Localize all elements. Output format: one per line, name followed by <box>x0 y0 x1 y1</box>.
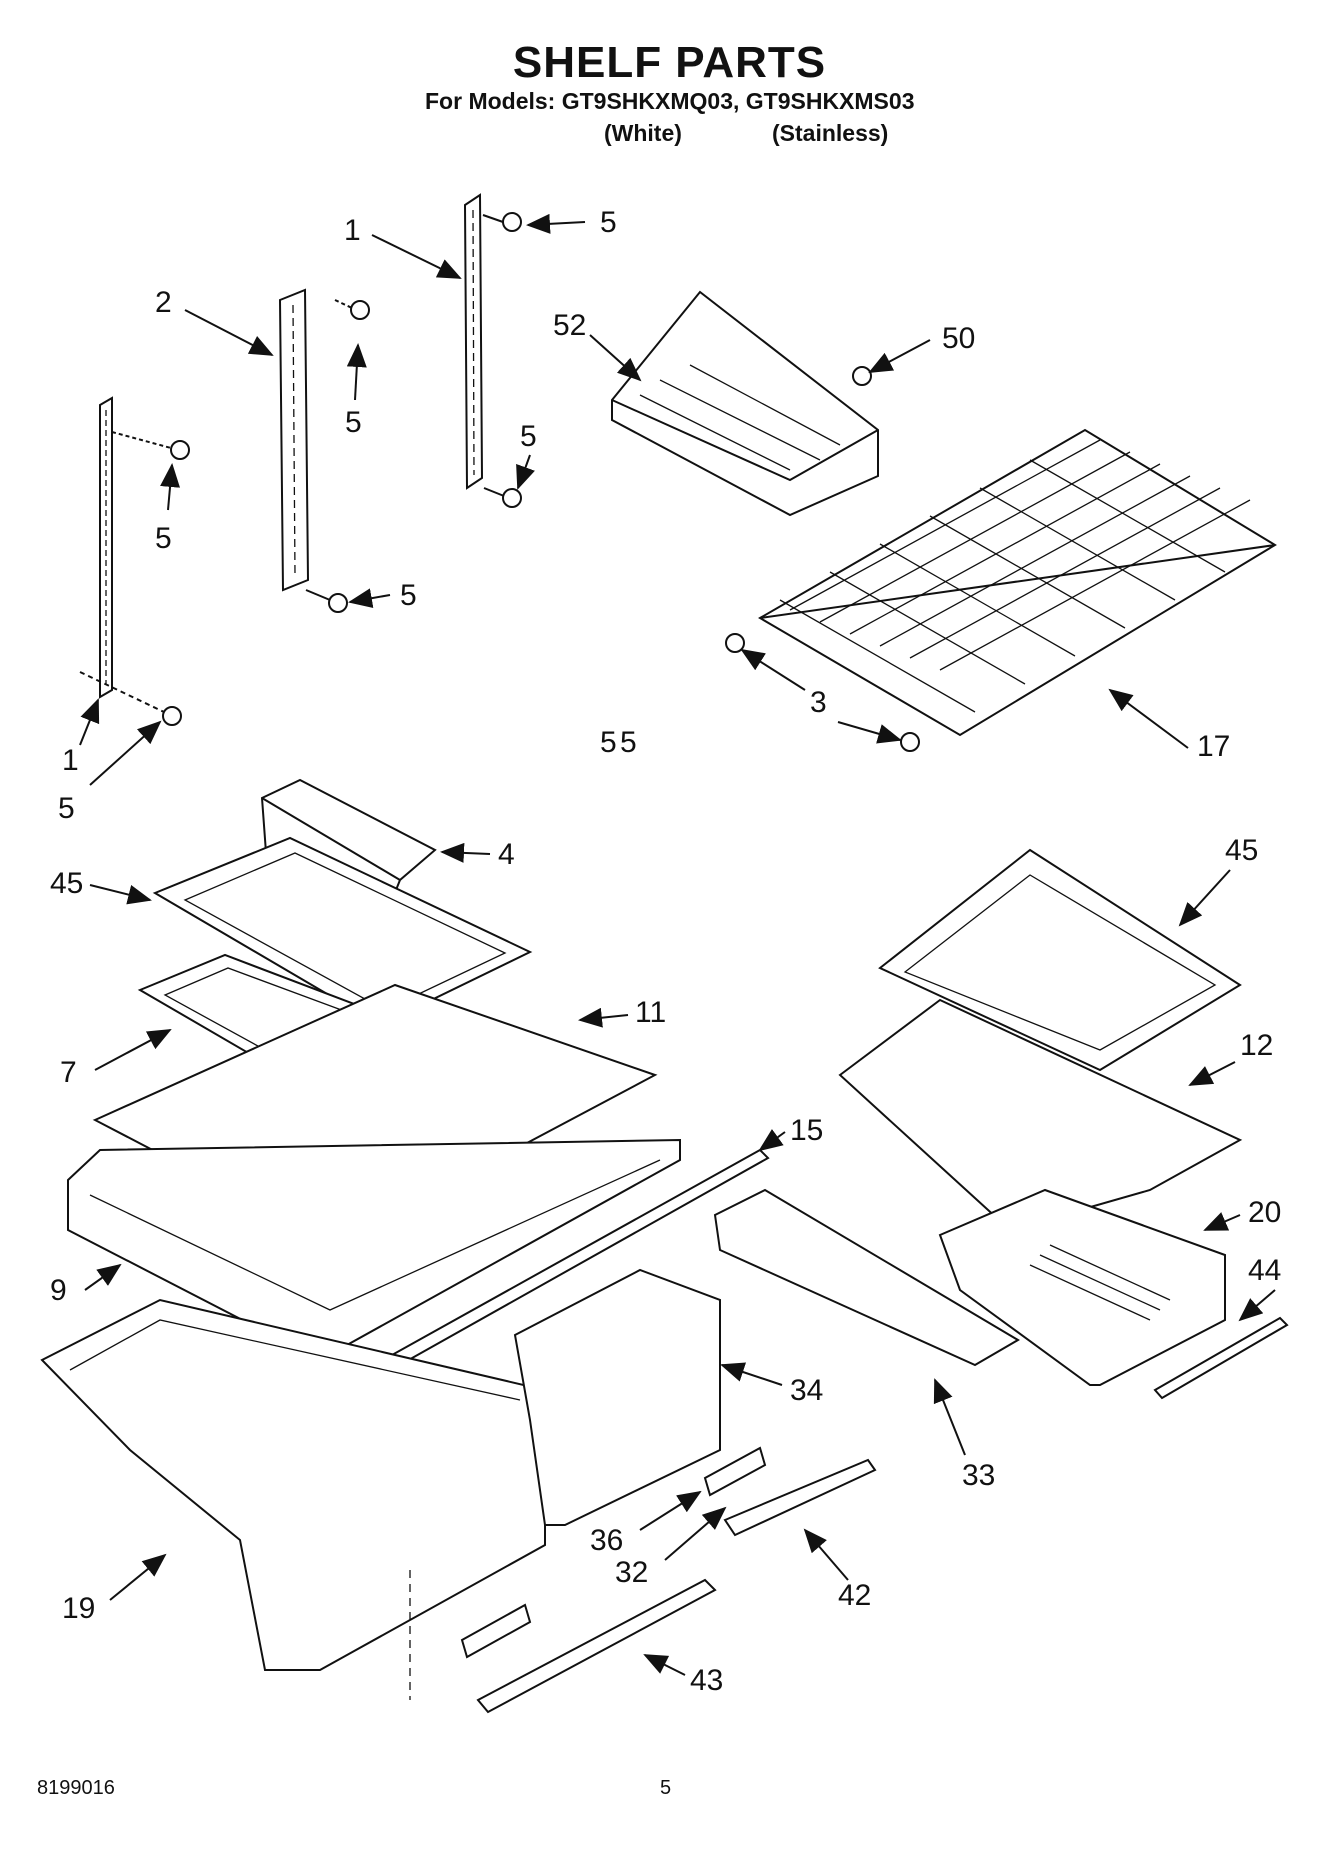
callout-3: 3 <box>810 686 827 719</box>
callout-42: 42 <box>838 1579 871 1612</box>
shelf-rail-right <box>463 193 484 490</box>
callout-32: 32 <box>615 1556 648 1589</box>
callout-11: 11 <box>635 996 666 1029</box>
callout-5-b: 5 <box>345 406 362 439</box>
glass-shelf-right <box>878 848 1242 1072</box>
leader-arrows <box>79 213 1276 1676</box>
callout-15: 15 <box>790 1114 823 1147</box>
callout-44: 44 <box>1248 1254 1281 1287</box>
drawer-trim-42 <box>723 1458 877 1537</box>
drawer-trim-43 <box>476 1578 717 1714</box>
variant-stainless-label: (Stainless) <box>772 120 889 146</box>
crisper-drawer-right <box>513 1268 721 1526</box>
crisper-rail <box>713 1188 1020 1367</box>
callout-36: 36 <box>590 1524 623 1557</box>
callout-4: 4 <box>498 838 515 871</box>
callout-5-f: 5 <box>58 792 75 825</box>
callout-52: 52 <box>553 309 586 342</box>
variant-white-label: (White) <box>604 120 682 146</box>
callout-5-e: 5 <box>400 579 417 612</box>
shelf-rail-left <box>99 396 113 699</box>
callout-17: 17 <box>1197 730 1230 763</box>
callout-12: 12 <box>1240 1029 1273 1062</box>
shelf-rail-middle <box>278 288 310 592</box>
callout-19: 19 <box>62 1592 95 1625</box>
callout-5-a: 5 <box>600 206 617 239</box>
page-title: SHELF PARTS <box>512 38 827 87</box>
callout-5-g: 5 <box>620 726 637 759</box>
crisper-cover-frame <box>67 1138 681 1362</box>
page-number: 5 <box>660 1777 672 1799</box>
wire-shelf <box>758 428 1277 737</box>
callout-33: 33 <box>962 1459 995 1492</box>
meat-drawer <box>938 1188 1226 1386</box>
callout-2: 2 <box>155 286 172 319</box>
callout-5-d: 5 <box>155 522 172 555</box>
crisper-drawer-left <box>40 1298 546 1671</box>
callout-9: 9 <box>50 1274 67 1307</box>
screw-icon <box>79 212 920 752</box>
callout-20: 20 <box>1248 1196 1281 1229</box>
callout-34: 34 <box>790 1374 823 1407</box>
callout-1-top: 1 <box>344 214 361 247</box>
callout-5-h: 5 <box>600 726 617 759</box>
dairy-tray <box>611 290 879 517</box>
callout-50: 50 <box>942 322 975 355</box>
callout-7: 7 <box>60 1056 77 1089</box>
glass-shelf-left <box>152 836 533 1027</box>
drawer-trim-right <box>1153 1316 1289 1400</box>
callout-5-c: 5 <box>520 420 537 453</box>
drawer-slide <box>409 1446 767 1700</box>
callout-45-right: 45 <box>1225 834 1258 867</box>
models-line: For Models: GT9SHKXMQ03, GT9SHKXMS03 <box>425 88 915 114</box>
document-number: 8199016 <box>37 1777 115 1799</box>
callout-45-left: 45 <box>50 867 83 900</box>
callout-43: 43 <box>690 1664 723 1697</box>
callout-1-bottom: 1 <box>62 744 79 777</box>
shelf-frame-right <box>838 998 1243 1232</box>
